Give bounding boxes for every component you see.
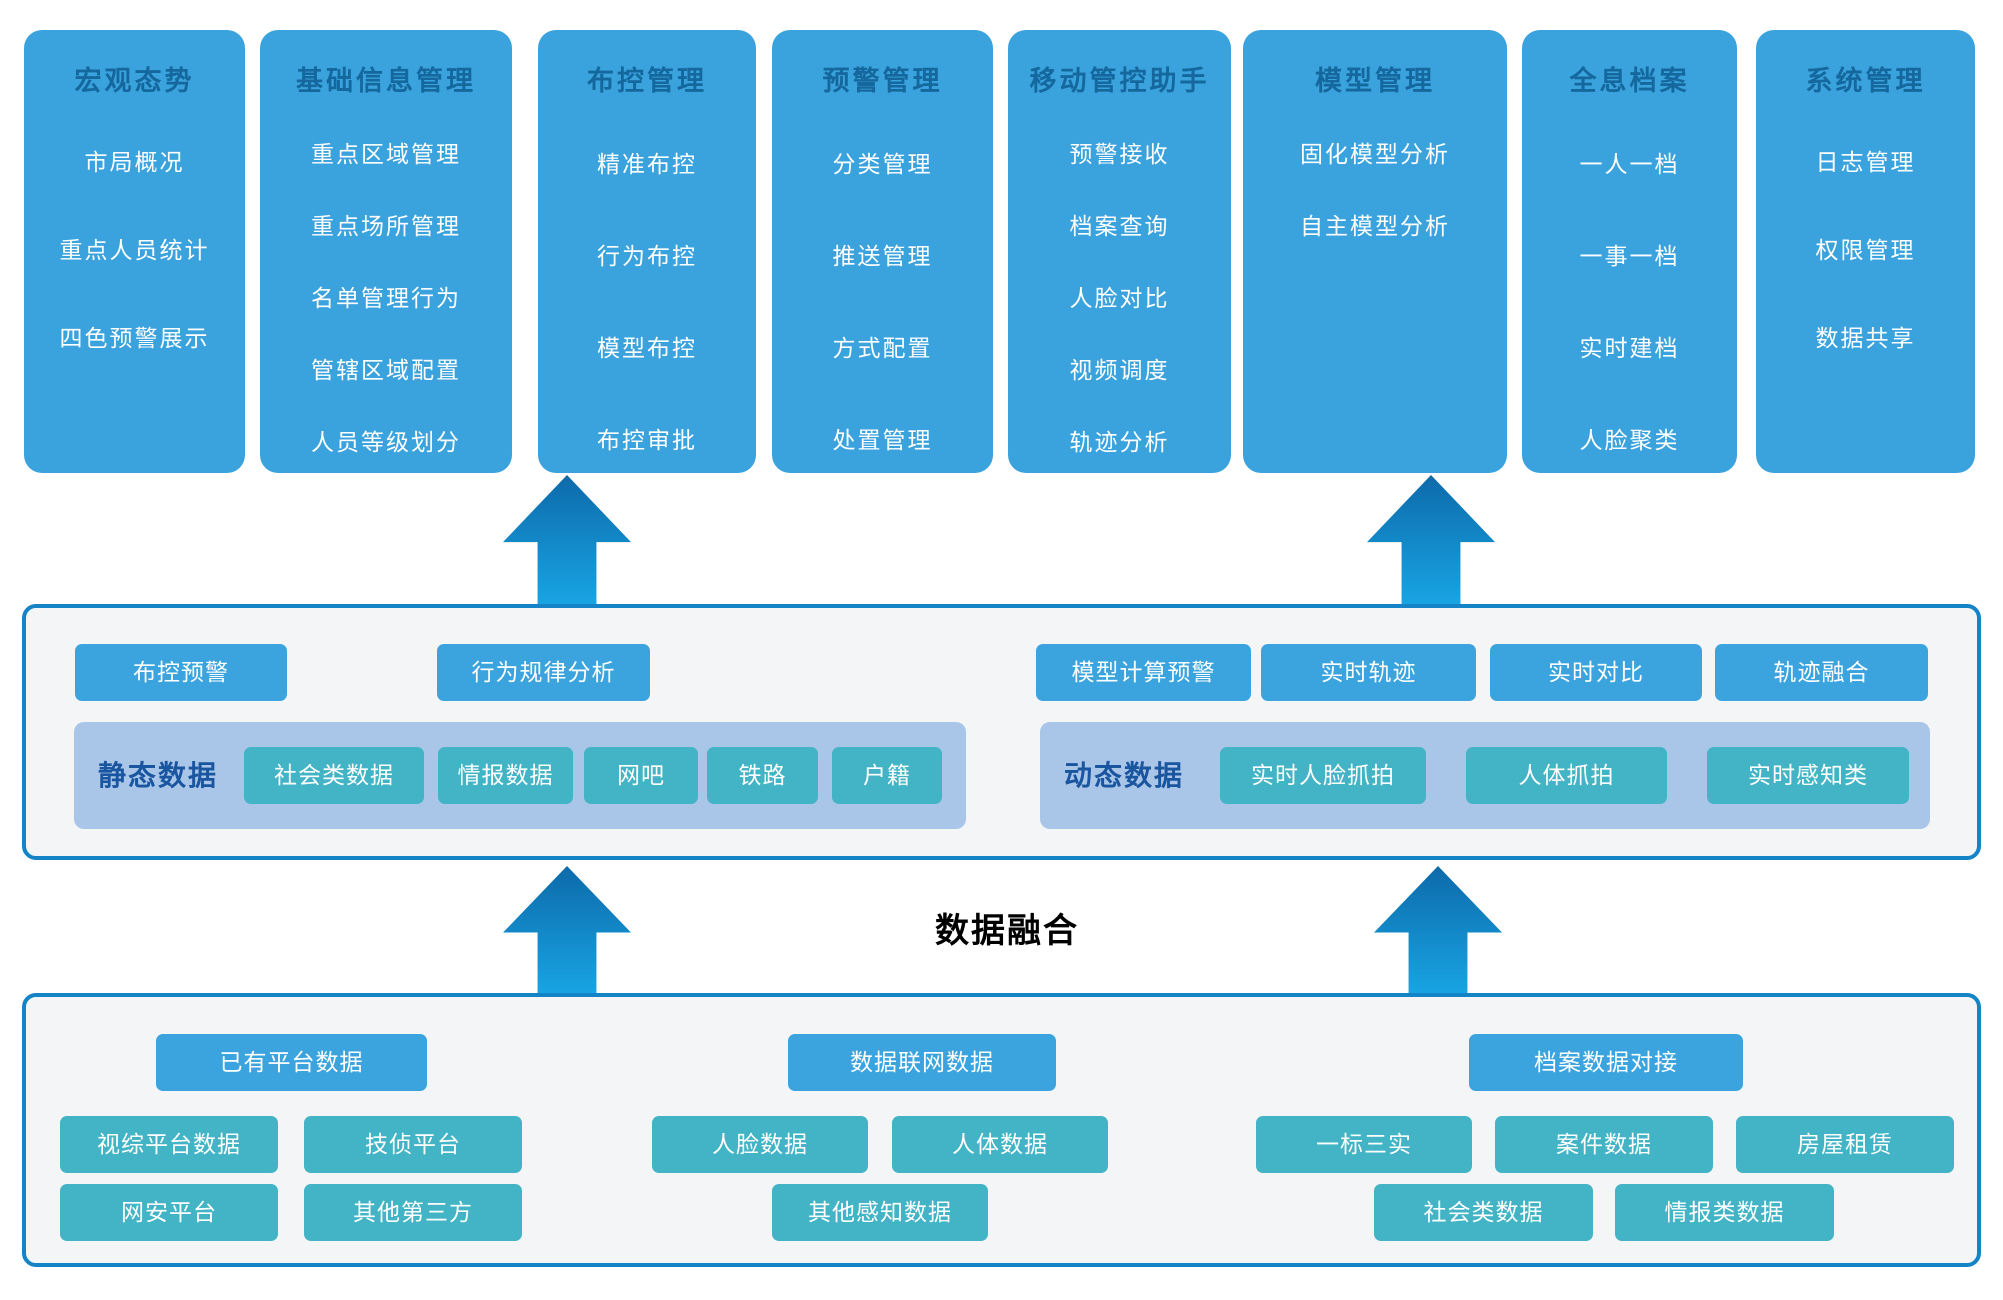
app-module-item: 预警接收: [1069, 141, 1170, 167]
data-source-item: 人体数据: [892, 1116, 1108, 1173]
dynamic-data-label: 动态数据: [1064, 760, 1185, 791]
app-module-item: 人员等级划分: [311, 429, 461, 455]
app-module-items: 预警接收档案查询人脸对比视频调度轨迹分析: [1014, 116, 1225, 476]
app-module-title: 全息档案: [1569, 66, 1690, 96]
app-module-title: 基础信息管理: [296, 66, 476, 96]
data-source-item: 案件数据: [1495, 1116, 1713, 1173]
app-module-4: 预警管理分类管理推送管理方式配置处置管理: [772, 30, 993, 473]
app-module-3: 布控管理精准布控行为布控模型布控布控审批: [538, 30, 756, 473]
app-module-item: 四色预警展示: [59, 325, 210, 351]
app-module-item: 轨迹分析: [1069, 429, 1170, 455]
data-source-item: 视综平台数据: [60, 1116, 278, 1173]
app-module-item: 市局概况: [84, 149, 185, 175]
up-arrow-bottom-left: [503, 866, 631, 994]
analysis-button: 轨迹融合: [1715, 644, 1928, 701]
data-source-item: 技侦平台: [304, 1116, 522, 1173]
app-module-7: 全息档案一人一档一事一档实时建档人脸聚类: [1522, 30, 1737, 473]
app-module-5: 移动管控助手预警接收档案查询人脸对比视频调度轨迹分析: [1008, 30, 1231, 473]
static-data-item: 户籍: [832, 747, 942, 804]
analysis-button: 布控预警: [75, 644, 287, 701]
app-module-title: 宏观态势: [74, 66, 195, 96]
analysis-button: 行为规律分析: [437, 644, 650, 701]
app-module-item: 固化模型分析: [1300, 141, 1450, 167]
app-module-item: 处置管理: [832, 427, 933, 453]
app-module-1: 宏观态势市局概况重点人员统计四色预警展示: [24, 30, 245, 473]
data-source-group-header: 数据联网数据: [788, 1034, 1056, 1091]
app-module-item: 数据共享: [1815, 325, 1916, 351]
app-module-item: 人脸对比: [1069, 285, 1170, 311]
app-module-items: 一人一档一事一档实时建档人脸聚类: [1528, 116, 1731, 484]
app-module-item: 推送管理: [832, 243, 933, 269]
app-module-item: 重点场所管理: [311, 213, 461, 239]
data-source-item: 网安平台: [60, 1184, 278, 1241]
app-module-items: 市局概况重点人员统计四色预警展示: [30, 116, 239, 457]
analysis-layer-panel: 布控预警 行为规律分析 模型计算预警实时轨迹实时对比轨迹融合 静态数据 社会类数据…: [22, 604, 1981, 860]
app-module-item: 日志管理: [1815, 149, 1916, 175]
dynamic-data-band: 动态数据 实时人脸抓拍人体抓拍实时感知类: [1040, 722, 1930, 829]
app-module-item: 模型布控: [597, 335, 697, 361]
app-module-item: 行为布控: [597, 243, 697, 269]
dynamic-data-item: 实时感知类: [1707, 747, 1909, 804]
app-module-item: 权限管理: [1815, 237, 1916, 263]
analysis-button: 实时对比: [1490, 644, 1702, 701]
dynamic-data-item: 人体抓拍: [1466, 747, 1667, 804]
app-module-item: 名单管理行为: [311, 285, 461, 311]
app-module-2: 基础信息管理重点区域管理重点场所管理名单管理行为管辖区域配置人员等级划分: [260, 30, 512, 473]
app-module-item: 方式配置: [832, 335, 933, 361]
app-module-title: 模型管理: [1315, 66, 1435, 96]
app-module-item: 分类管理: [832, 151, 933, 177]
app-module-item: 一人一档: [1579, 151, 1680, 177]
app-module-6: 模型管理固化模型分析自主模型分析: [1243, 30, 1507, 473]
static-data-item: 铁路: [707, 747, 818, 804]
app-module-item: 一事一档: [1579, 243, 1680, 269]
analysis-button: 实时轨迹: [1261, 644, 1476, 701]
app-module-item: 视频调度: [1069, 357, 1170, 383]
app-module-title: 移动管控助手: [1029, 66, 1210, 96]
analysis-button: 模型计算预警: [1036, 644, 1251, 701]
app-module-title: 布控管理: [587, 66, 707, 96]
up-arrow-top-right: [1367, 475, 1495, 604]
static-data-label: 静态数据: [98, 760, 219, 791]
app-module-items: 重点区域管理重点场所管理名单管理行为管辖区域配置人员等级划分: [266, 116, 506, 476]
data-source-item: 人脸数据: [652, 1116, 868, 1173]
app-module-item: 精准布控: [597, 151, 697, 177]
static-data-band: 静态数据 社会类数据情报数据网吧铁路户籍: [74, 722, 966, 829]
app-module-item: 档案查询: [1069, 213, 1170, 239]
app-module-item: 布控审批: [597, 427, 697, 453]
data-source-item: 其他第三方: [304, 1184, 522, 1241]
app-module-item: 重点人员统计: [59, 237, 210, 263]
static-data-item: 情报数据: [438, 747, 573, 804]
app-module-items: 固化模型分析自主模型分析: [1249, 116, 1501, 457]
app-module-title: 系统管理: [1805, 66, 1926, 96]
data-fusion-label: 数据融合: [935, 912, 1079, 950]
app-module-item: 管辖区域配置: [311, 357, 461, 383]
static-data-item: 社会类数据: [244, 747, 424, 804]
data-source-item: 一标三实: [1256, 1116, 1472, 1173]
app-module-8: 系统管理日志管理权限管理数据共享: [1756, 30, 1975, 473]
data-source-item: 房屋租赁: [1736, 1116, 1954, 1173]
app-module-items: 精准布控行为布控模型布控布控审批: [544, 116, 750, 484]
data-source-group-header: 档案数据对接: [1469, 1034, 1743, 1091]
app-module-item: 自主模型分析: [1300, 213, 1450, 239]
up-arrow-top-left: [503, 475, 631, 604]
data-source-item: 社会类数据: [1374, 1184, 1593, 1241]
data-source-item: 其他感知数据: [772, 1184, 988, 1241]
data-source-group-header: 已有平台数据: [156, 1034, 427, 1091]
data-source-item: 情报类数据: [1615, 1184, 1834, 1241]
app-module-items: 分类管理推送管理方式配置处置管理: [778, 116, 987, 484]
app-module-item: 实时建档: [1579, 335, 1680, 361]
app-module-title: 预警管理: [822, 66, 943, 96]
static-data-item: 网吧: [584, 747, 698, 804]
dynamic-data-item: 实时人脸抓拍: [1220, 747, 1426, 804]
data-source-layer-panel: 已有平台数据 数据联网数据 档案数据对接视综平台数据技侦平台 人脸数据人体数据 一标三实…: [22, 993, 1981, 1267]
app-module-item: 重点区域管理: [311, 141, 461, 167]
app-module-item: 人脸聚类: [1579, 427, 1680, 453]
up-arrow-bottom-right: [1374, 866, 1502, 994]
app-module-items: 日志管理权限管理数据共享: [1762, 116, 1969, 457]
